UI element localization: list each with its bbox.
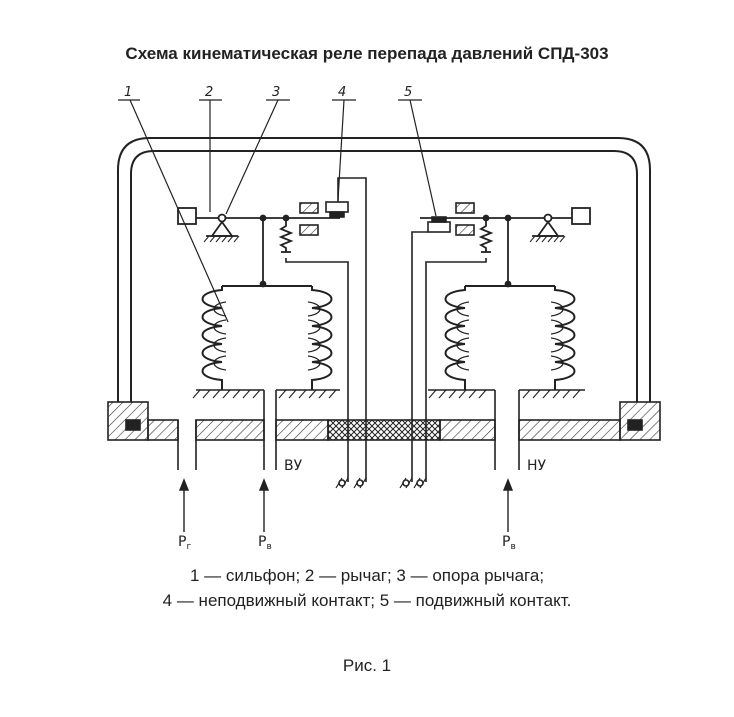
pressure-p-v-left: Рв bbox=[258, 534, 272, 552]
left-bellows bbox=[201, 285, 333, 390]
label-vu: ВУ bbox=[284, 458, 303, 474]
left-seal bbox=[125, 419, 141, 431]
pressure-channels bbox=[177, 390, 520, 470]
callout-2: 2 bbox=[205, 85, 213, 100]
legend-line-2: 4 — неподвижный контакт; 5 — подвижный к… bbox=[162, 591, 572, 610]
diagram-title: Схема кинематическая реле перепада давле… bbox=[125, 44, 609, 63]
left-lever bbox=[177, 207, 340, 288]
terminal-insulator bbox=[327, 419, 441, 441]
left-contacts bbox=[285, 177, 367, 489]
pressure-p-v-right: Рв bbox=[502, 534, 516, 552]
housing-cover bbox=[117, 137, 651, 402]
label-nu: НУ bbox=[527, 458, 547, 474]
figure-label: Рис. 1 bbox=[342, 656, 392, 675]
pressure-arrows bbox=[178, 478, 514, 532]
callout-leaders bbox=[118, 99, 437, 323]
bellows-seats bbox=[192, 389, 585, 399]
base-plate bbox=[107, 401, 661, 441]
right-contacts bbox=[399, 202, 487, 489]
callout-4: 4 bbox=[338, 85, 346, 100]
pressure-p-g: Рг bbox=[178, 534, 191, 552]
right-bellows bbox=[444, 285, 576, 390]
callout-5: 5 bbox=[404, 85, 412, 100]
callout-3: 3 bbox=[272, 85, 280, 100]
callout-1: 1 bbox=[124, 85, 132, 100]
legend-line-1: 1 — сильфон; 2 — рычаг; 3 — опора рычага… bbox=[189, 566, 545, 585]
right-seal bbox=[627, 419, 643, 431]
